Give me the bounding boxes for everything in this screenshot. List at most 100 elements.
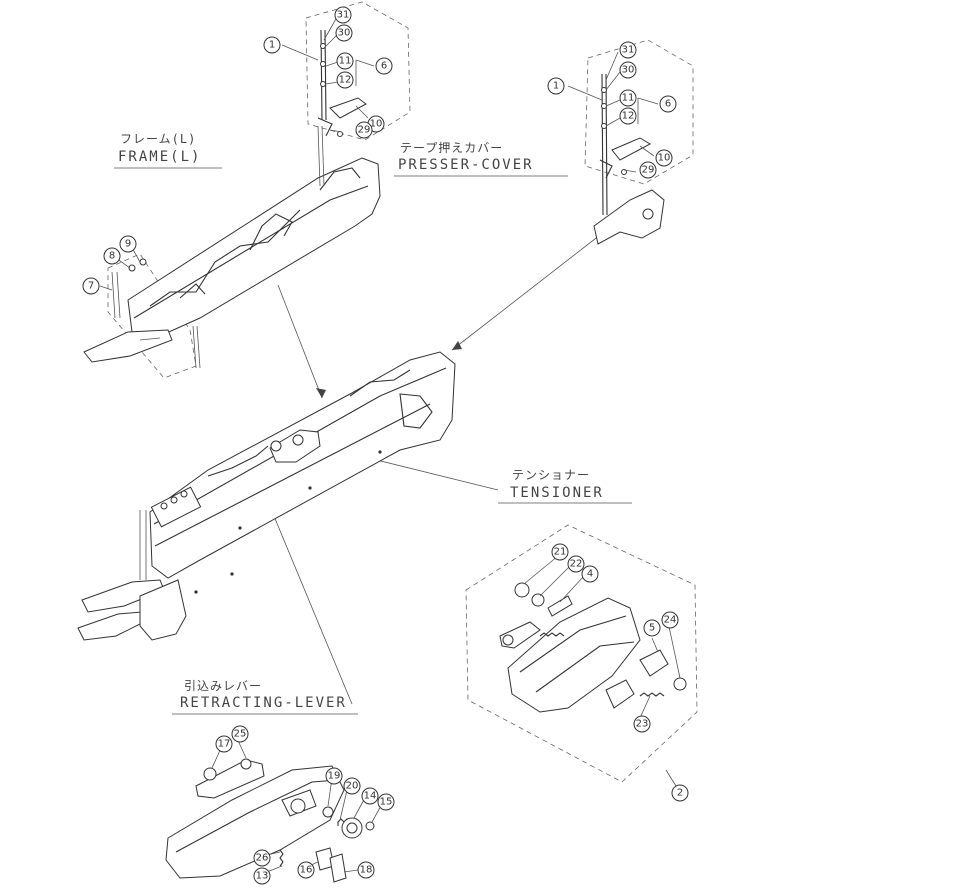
svg-text:12: 12 — [622, 111, 635, 122]
svg-text:31: 31 — [622, 45, 635, 56]
svg-text:10: 10 — [370, 119, 383, 130]
assembly-outline-tensioner — [465, 524, 698, 783]
lever-pin-25 — [240, 758, 252, 770]
svg-text:20: 20 — [346, 781, 359, 792]
callout-4: 4 — [581, 565, 599, 583]
callout-7: 7 — [82, 277, 100, 295]
callout-6-right: 6 — [659, 95, 677, 113]
callout-1-right: 1 — [547, 77, 565, 95]
label-frame-en: FRAME(L) — [118, 149, 201, 165]
lever-plate-18 — [329, 853, 347, 883]
svg-text:4: 4 — [587, 569, 593, 580]
svg-text:9: 9 — [125, 239, 131, 250]
callout-31-right: 31 — [619, 41, 637, 59]
lever-washer-15 — [365, 821, 375, 831]
svg-text:10: 10 — [658, 153, 671, 164]
svg-text:8: 8 — [109, 251, 115, 262]
label-retracting-lever: 引込みレバー RETRACTING-LEVER — [172, 679, 358, 715]
svg-text:23: 23 — [636, 719, 649, 730]
svg-text:30: 30 — [338, 28, 351, 39]
callout-21: 21 — [551, 543, 569, 561]
tensioner-pin-24 — [673, 677, 687, 691]
svg-text:24: 24 — [664, 615, 677, 626]
label-frame: フレーム(L) FRAME(L) — [114, 132, 222, 169]
callout-12-right: 12 — [619, 107, 637, 125]
svg-text:29: 29 — [358, 125, 371, 136]
callout-2: 2 — [671, 784, 689, 802]
svg-text:22: 22 — [570, 559, 583, 570]
svg-text:30: 30 — [622, 65, 635, 76]
callout-6-left: 6 — [375, 57, 393, 75]
callout-17: 17 — [215, 735, 233, 753]
callout-13: 13 — [253, 867, 271, 885]
callout-11-left: 11 — [336, 52, 354, 70]
callout-22: 22 — [567, 555, 585, 573]
svg-text:13: 13 — [256, 871, 269, 882]
callouts: 1 31 30 11 12 6 10 29 1 31 30 11 12 6 10… — [82, 6, 689, 885]
callout-30-right: 30 — [619, 61, 637, 79]
svg-text:1: 1 — [269, 40, 275, 51]
callout-20: 20 — [343, 777, 361, 795]
callout-5: 5 — [643, 619, 661, 637]
callout-18: 18 — [357, 861, 375, 879]
svg-text:26: 26 — [256, 853, 269, 864]
frame-left-part — [83, 125, 381, 369]
assembly-outline-presser-right — [584, 39, 694, 185]
callout-26: 26 — [253, 849, 271, 867]
svg-text:25: 25 — [234, 729, 247, 740]
svg-text:11: 11 — [622, 93, 635, 104]
tensioner-spring-23 — [639, 692, 665, 697]
lever-screw-19 — [322, 806, 334, 818]
svg-text:6: 6 — [381, 61, 387, 72]
svg-text:29: 29 — [642, 165, 655, 176]
callout-30-left: 30 — [335, 24, 353, 42]
callout-9: 9 — [119, 235, 137, 253]
svg-text:31: 31 — [337, 10, 350, 21]
callout-16: 16 — [297, 861, 315, 879]
lever-collar-17 — [203, 767, 217, 781]
tensioner-assembly — [499, 582, 687, 713]
svg-text:12: 12 — [339, 75, 352, 86]
callout-25: 25 — [231, 725, 249, 743]
label-retracting-lever-jp: 引込みレバー — [184, 679, 262, 693]
svg-text:21: 21 — [554, 547, 567, 558]
svg-text:17: 17 — [218, 739, 231, 750]
label-presser-cover-jp: テープ押えカバー — [400, 141, 503, 155]
frame-pin-7 — [111, 271, 116, 319]
leader-frame — [277, 284, 323, 399]
callout-12-left: 12 — [336, 71, 354, 89]
leader-presser-cover — [451, 234, 601, 351]
callout-10-right: 10 — [655, 149, 673, 167]
svg-text:14: 14 — [364, 791, 377, 802]
label-presser-cover: テープ押えカバー PRESSER-COVER — [394, 141, 568, 177]
label-retracting-lever-en: RETRACTING-LEVER — [180, 695, 347, 711]
svg-text:7: 7 — [88, 281, 94, 292]
callout-14: 14 — [361, 787, 379, 805]
callout-29-right: 29 — [639, 161, 657, 179]
presser-assembly-right — [593, 73, 665, 245]
svg-text:16: 16 — [300, 865, 313, 876]
feeder-main-body — [77, 351, 456, 641]
retracting-lever-assembly — [165, 758, 375, 883]
callout-11-right: 11 — [619, 89, 637, 107]
svg-text:19: 19 — [328, 771, 341, 782]
svg-text:15: 15 — [380, 797, 393, 808]
label-tensioner-jp: テンショナー — [512, 468, 590, 482]
callout-8: 8 — [103, 247, 121, 265]
tensioner-lever-4 — [547, 595, 573, 617]
callout-29-left: 29 — [355, 121, 373, 139]
callout-1-left: 1 — [263, 36, 281, 54]
svg-text:11: 11 — [339, 56, 352, 67]
label-frame-jp: フレーム(L) — [120, 132, 196, 146]
assembly-outline-presser-left — [305, 1, 411, 141]
svg-text:1: 1 — [553, 81, 559, 92]
svg-text:6: 6 — [665, 99, 671, 110]
svg-text:2: 2 — [677, 788, 683, 799]
callout-31-left: 31 — [334, 6, 352, 24]
label-tensioner-en: TENSIONER — [510, 485, 604, 501]
svg-text:18: 18 — [360, 865, 373, 876]
label-presser-cover-en: PRESSER-COVER — [398, 157, 534, 173]
callout-15: 15 — [377, 793, 395, 811]
